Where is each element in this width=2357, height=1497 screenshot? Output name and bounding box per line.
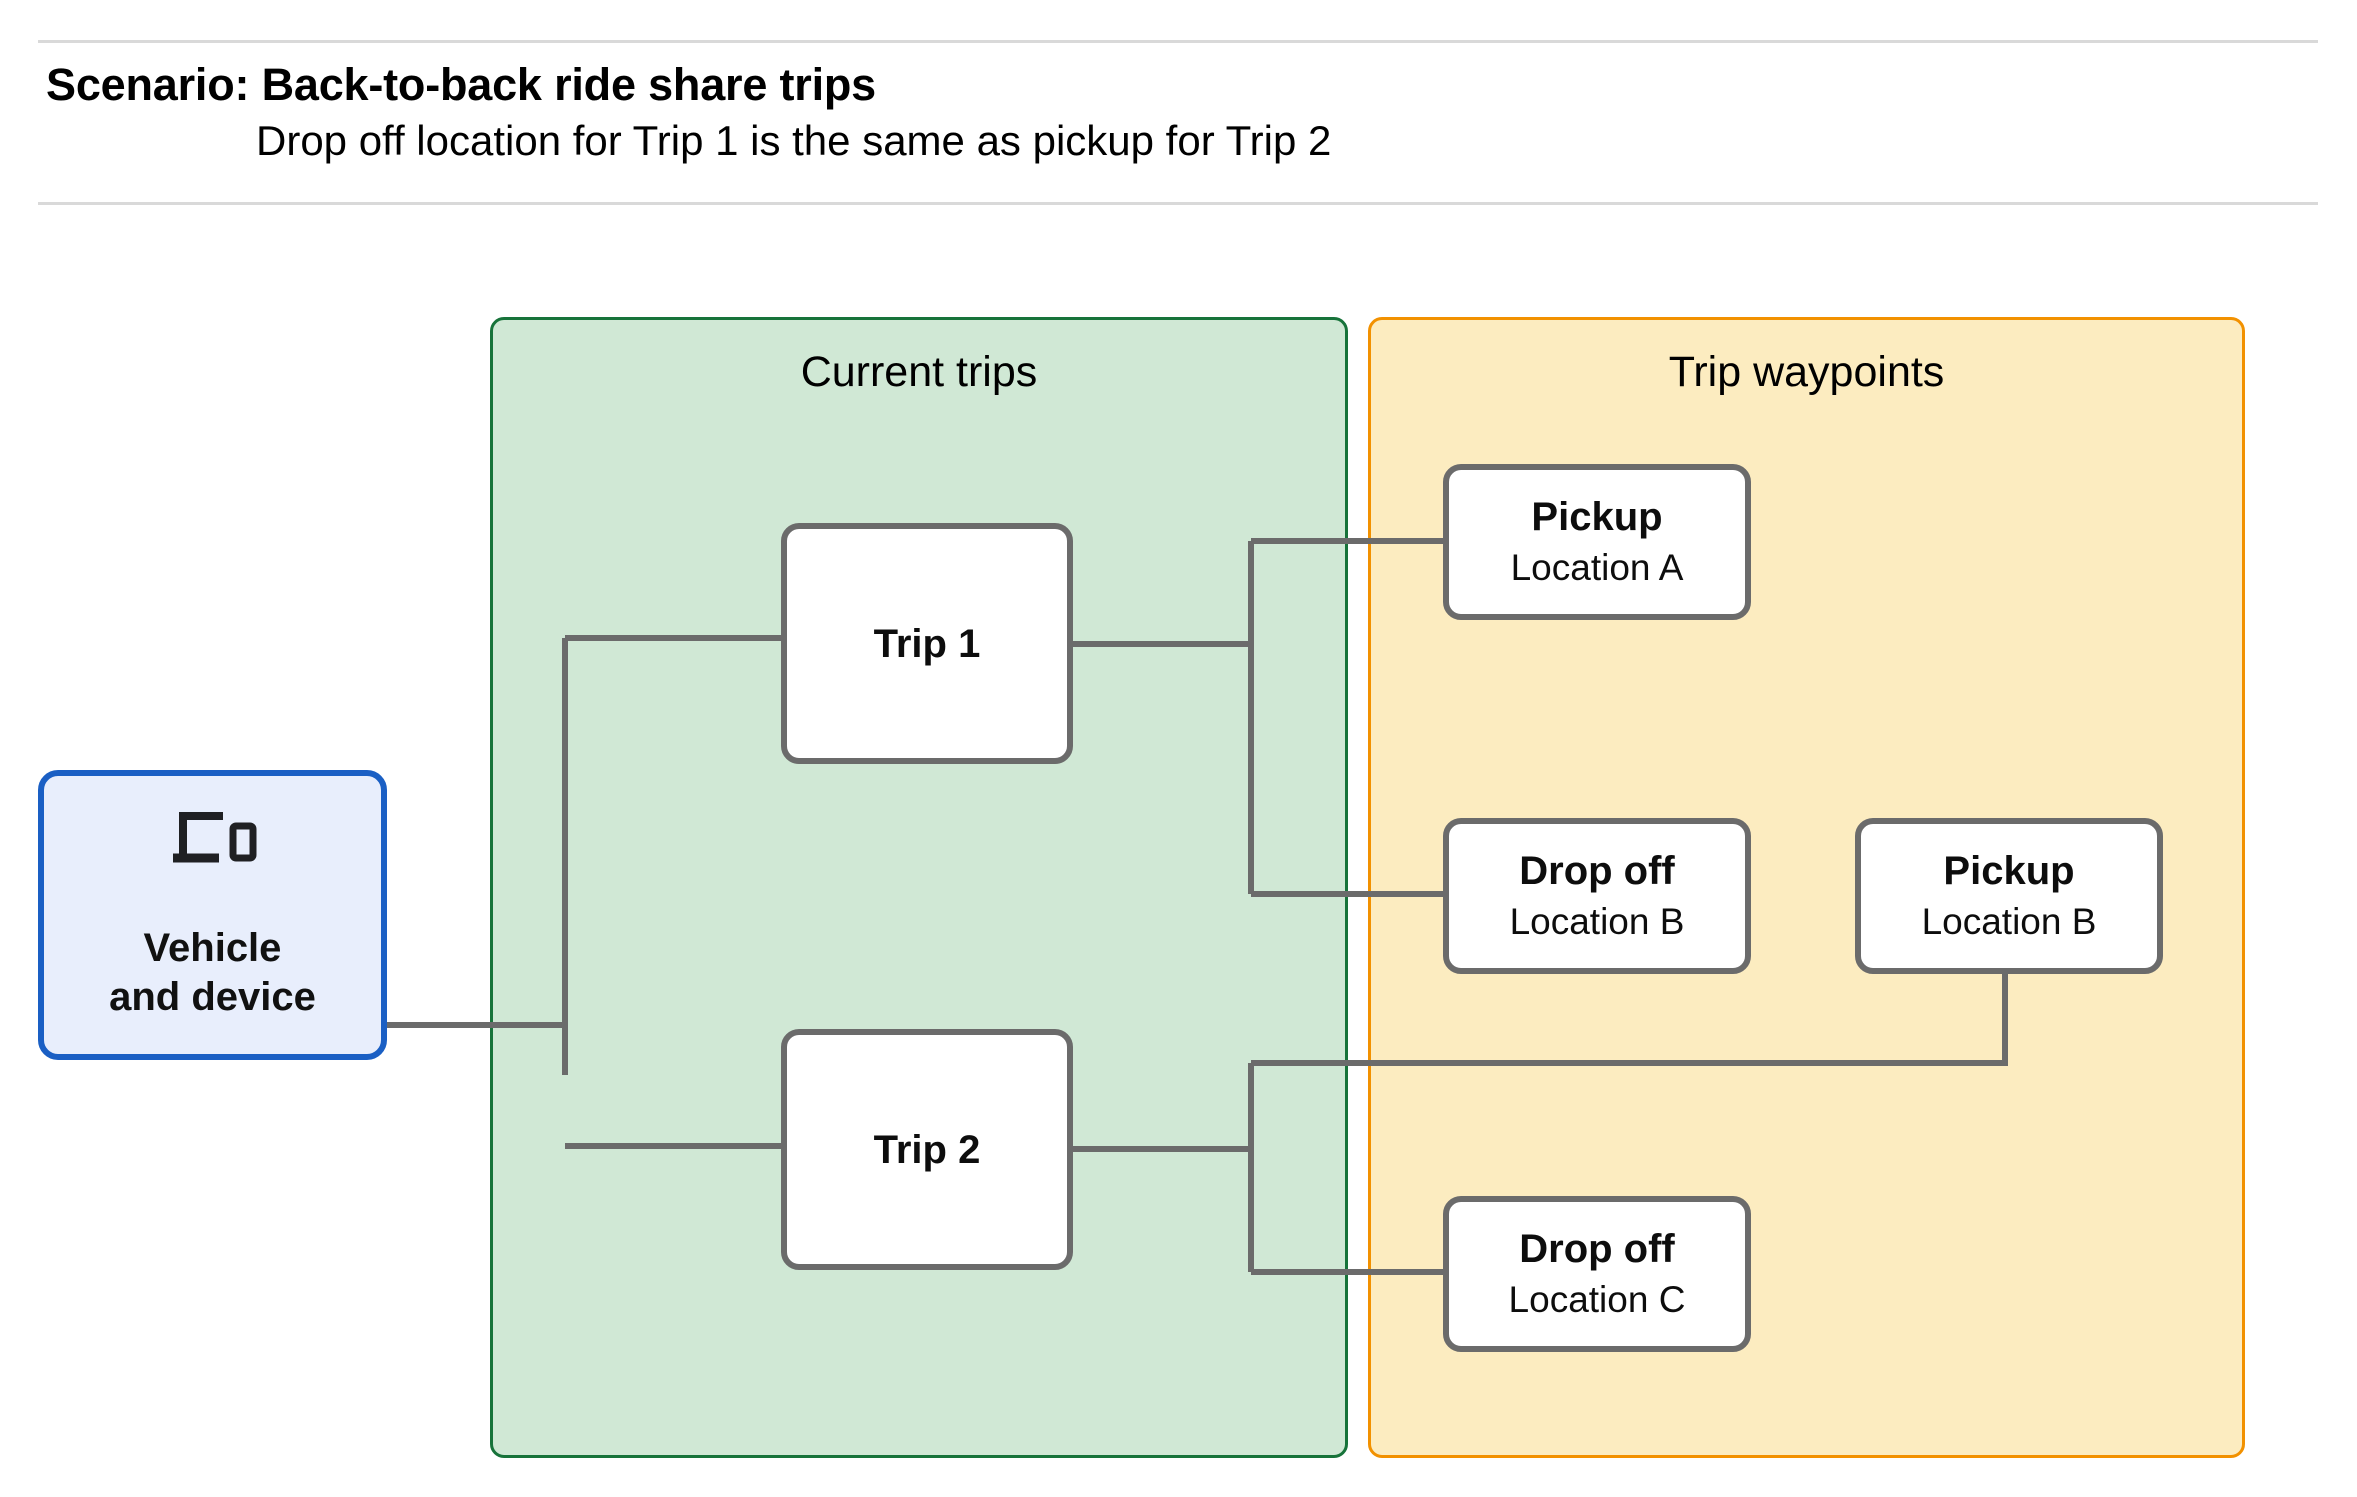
- waypoint-dropoff-c-title: Drop off: [1519, 1226, 1675, 1271]
- page-subtitle: Drop off location for Trip 1 is the same…: [256, 117, 1332, 165]
- node-waypoint-dropoff-b[interactable]: Drop off Location B: [1443, 818, 1751, 974]
- node-waypoint-pickup-a[interactable]: Pickup Location A: [1443, 464, 1751, 620]
- node-waypoint-dropoff-c[interactable]: Drop off Location C: [1443, 1196, 1751, 1352]
- node-vehicle-and-device[interactable]: Vehicle and device: [38, 770, 387, 1060]
- devices-icon: [172, 812, 256, 863]
- waypoint-pickup-a-title: Pickup: [1531, 494, 1663, 539]
- waypoint-pickup-b-location: Location B: [1921, 900, 2097, 942]
- node-waypoint-pickup-b[interactable]: Pickup Location B: [1855, 818, 2163, 974]
- waypoint-dropoff-c-location: Location C: [1508, 1278, 1686, 1320]
- waypoint-pickup-a-location: Location A: [1510, 546, 1684, 588]
- group-current-trips: Current trips: [490, 317, 1348, 1458]
- page-title: Scenario: Back-to-back ride share trips: [46, 59, 876, 110]
- group-trip-waypoints-title: Trip waypoints: [1668, 348, 1945, 396]
- waypoint-pickup-b-title: Pickup: [1943, 848, 2075, 893]
- group-current-trips-title: Current trips: [800, 348, 1038, 396]
- node-trip-2[interactable]: Trip 2: [781, 1029, 1073, 1270]
- waypoint-dropoff-b-location: Location B: [1509, 900, 1685, 942]
- node-vehicle-label: Vehicle and device: [109, 926, 316, 1019]
- node-trip-2-label: Trip 2: [873, 1127, 981, 1172]
- header: Scenario: Back-to-back ride share trips …: [46, 58, 2306, 166]
- node-trip-1[interactable]: Trip 1: [781, 523, 1073, 764]
- header-divider-top: [38, 40, 2318, 43]
- node-trip-1-label: Trip 1: [873, 621, 981, 666]
- waypoint-dropoff-b-title: Drop off: [1519, 848, 1675, 893]
- header-divider-bottom: [38, 202, 2318, 205]
